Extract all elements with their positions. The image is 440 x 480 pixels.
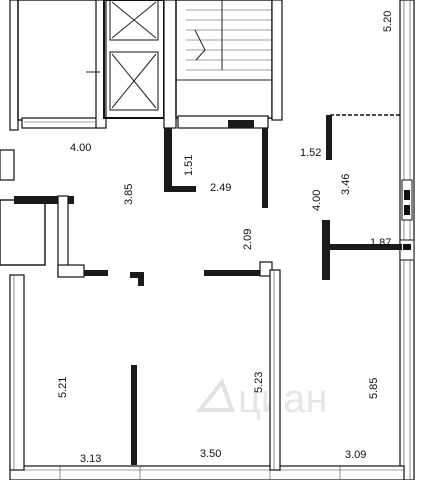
dimension-label: 3.50	[200, 448, 221, 460]
outer-wall-right	[399, 0, 415, 480]
dimension-label: 3.85	[123, 184, 135, 205]
dimension-label: 2.09	[242, 229, 254, 250]
elevator-shafts	[103, 0, 177, 129]
outer-wall-left	[0, 0, 85, 471]
dimension-label: 3.09	[345, 449, 366, 461]
outer-wall-bottom	[9, 465, 405, 480]
dimension-label: 3.13	[80, 453, 101, 465]
dimension-label: 2.49	[210, 182, 231, 194]
dimension-label: 3.46	[340, 174, 352, 195]
watermark-text: циан	[238, 377, 328, 421]
interior-partitions	[84, 128, 402, 471]
dimension-label: 1.51	[183, 155, 195, 176]
upper-right-partition	[326, 114, 400, 160]
watermark-logo: циан	[195, 377, 328, 421]
dimension-label: 4.00	[311, 190, 323, 211]
dimension-label: 5.85	[368, 378, 380, 399]
dimension-label: 4.00	[70, 142, 91, 154]
dimension-label: 5.23	[253, 372, 265, 393]
dimension-label: 1.52	[300, 147, 321, 159]
dimension-label: 5.21	[57, 377, 69, 398]
staircase	[175, 0, 283, 129]
dimension-label: 1.87	[370, 237, 391, 249]
upper-left-room	[17, 0, 107, 129]
dimension-label: 5.20	[382, 11, 394, 32]
